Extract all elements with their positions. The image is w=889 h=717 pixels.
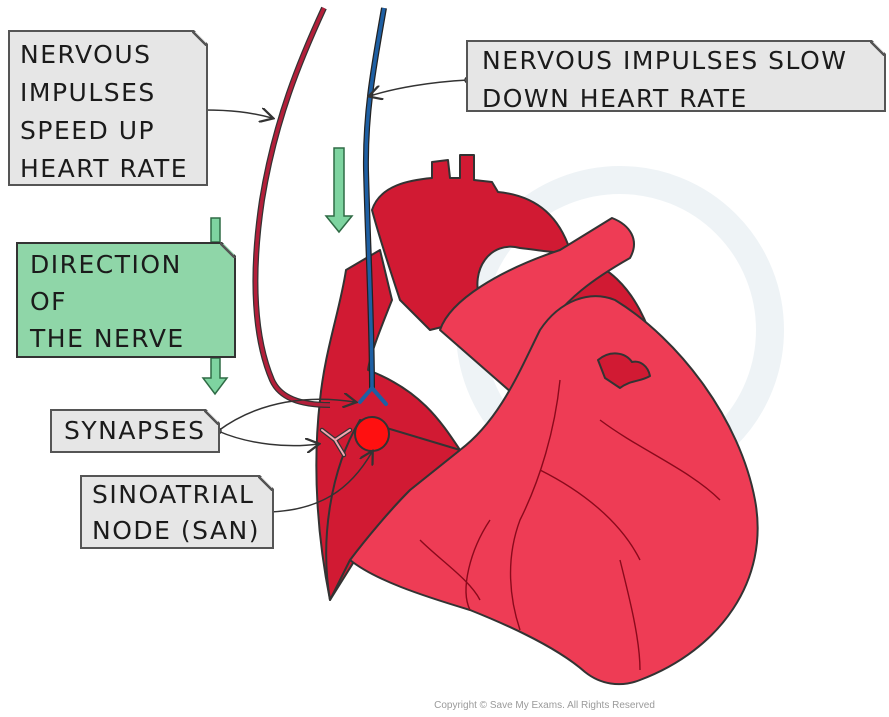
sympathetic-nerve-fill xyxy=(255,8,330,405)
down-arrow-icon-top xyxy=(211,218,220,242)
sympathetic-nerve xyxy=(255,8,330,405)
label-synapses: SYNAPSES xyxy=(50,409,220,453)
copyright-notice: Copyright © Save My Exams. All Rights Re… xyxy=(0,700,889,711)
label-direction-of-nerve-impulses: DIRECTION OF THE NERVE IMPULSES xyxy=(16,242,236,358)
san-node xyxy=(355,417,389,451)
label-slow-down-heart-rate: NERVOUS IMPULSES SLOW DOWN HEART RATE xyxy=(466,40,886,112)
down-arrow-icon-bottom xyxy=(203,358,227,394)
speed-up-pointer xyxy=(204,110,272,118)
slow-down-pointer xyxy=(370,80,468,96)
label-speed-up-heart-rate: NERVOUS IMPULSES SPEED UP HEART RATE xyxy=(8,30,208,186)
label-sinoatrial-node: SINOATRIAL NODE (SAN) xyxy=(80,475,274,549)
down-arrow-icon xyxy=(326,148,352,232)
synapses-pointer-lower xyxy=(218,431,318,446)
